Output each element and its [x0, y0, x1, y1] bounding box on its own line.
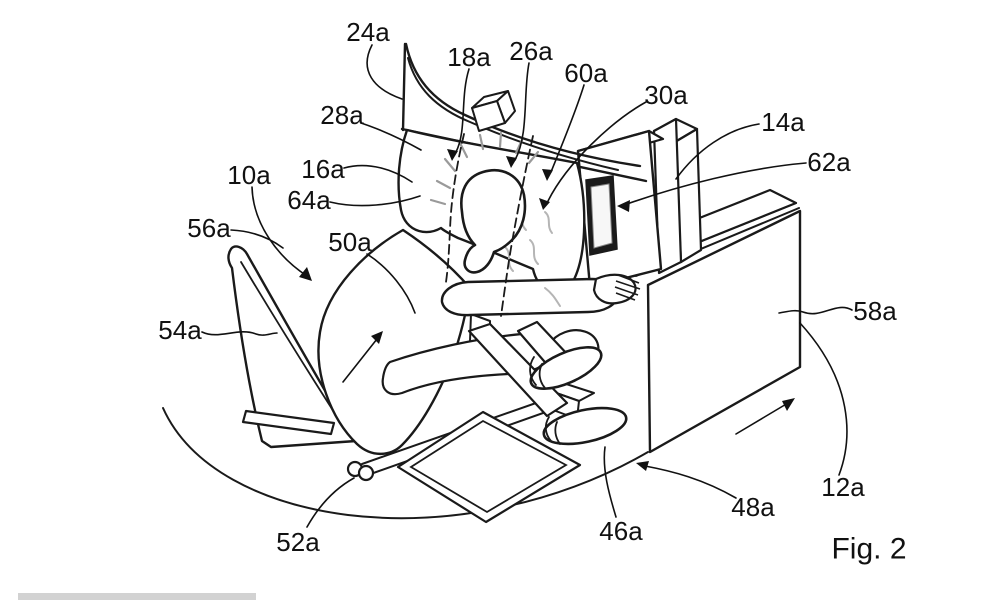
ref-label-50a: 50a: [328, 227, 372, 257]
ref-label-54a: 54a: [158, 315, 202, 345]
leader-lines: [201, 44, 853, 528]
ref-label-28a: 28a: [320, 100, 364, 130]
occupant: [317, 131, 641, 456]
fingers: [614, 274, 641, 301]
ref-label-16a: 16a: [301, 154, 345, 184]
arm: [440, 277, 620, 317]
shoe: [529, 346, 603, 390]
lower-leg: [467, 322, 569, 418]
floor-outline: [162, 407, 649, 520]
motion-arrow: [342, 338, 378, 383]
ref-label-46a: 46a: [599, 516, 643, 546]
reference-labels: 24a 18a 26a 60a 30a 14a 62a 28a 16a 64a …: [158, 17, 897, 557]
gas-flow-line: [544, 211, 553, 234]
figure-caption: Fig. 2: [831, 533, 906, 566]
seatback-slab: [652, 117, 703, 275]
seat-base-bar: [241, 409, 336, 436]
ref-label-26a: 26a: [509, 36, 553, 66]
ref-label-24a: 24a: [346, 17, 390, 47]
ref-label-14a: 14a: [761, 107, 805, 137]
ref-label-12a: 12a: [821, 472, 865, 502]
screen: [590, 183, 613, 249]
gas-flow-line: [504, 246, 514, 272]
ref-label-52a: 52a: [276, 527, 320, 557]
gas-flow-line: [529, 239, 539, 265]
ref-label-56a: 56a: [187, 213, 231, 243]
direction-arrow: [735, 402, 789, 435]
ref-label-62a: 62a: [807, 147, 851, 177]
ref-label-60a: 60a: [564, 58, 608, 88]
ref-label-10a: 10a: [227, 160, 271, 190]
ref-label-18a: 18a: [447, 42, 491, 72]
dashed-reference-lines: [445, 133, 534, 317]
monitor-unit: [576, 129, 665, 289]
ref-label-64a: 64a: [287, 185, 331, 215]
shoe: [542, 406, 628, 446]
ref-label-30a: 30a: [644, 80, 688, 110]
head: [460, 169, 527, 274]
ref-label-58a: 58a: [853, 296, 897, 326]
ref-label-48a: 48a: [731, 492, 775, 522]
inflator-block: [471, 90, 516, 132]
bottom-left-gray-bar: [18, 593, 256, 600]
footrest-platform: [396, 410, 582, 524]
